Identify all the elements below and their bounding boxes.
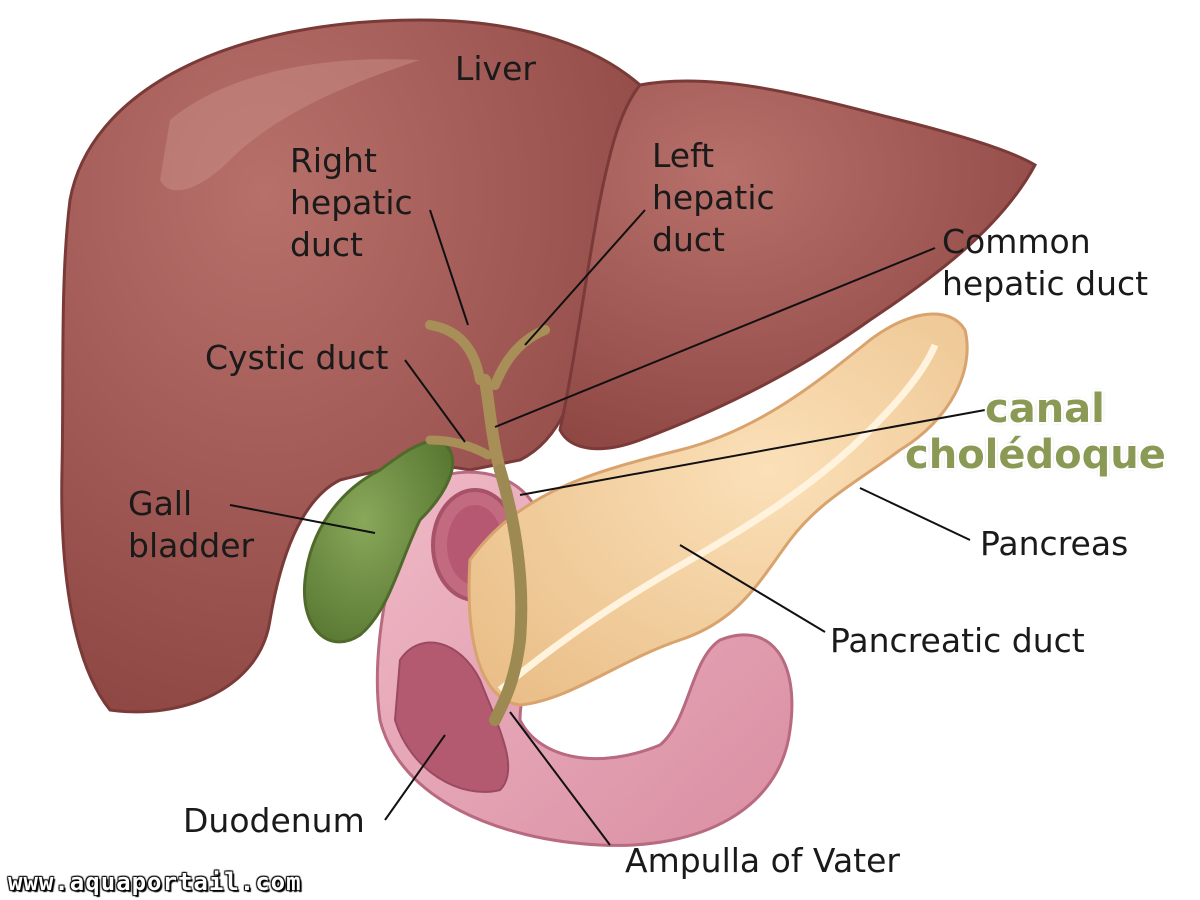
leader-lines	[229, 209, 986, 846]
label-common-hepatic-duct-line1: Common	[942, 222, 1091, 261]
label-right-hepatic-duct-line3: duct	[290, 225, 363, 264]
label-right-hepatic-duct-line1: Right	[290, 141, 377, 180]
overlay-canal: canal	[985, 386, 1105, 432]
label-cystic-duct: Cystic duct	[205, 338, 389, 377]
label-pancreas: Pancreas	[980, 524, 1129, 563]
label-right-hepatic-duct-line2: hepatic	[290, 183, 413, 222]
label-pancreatic-duct: Pancreatic duct	[830, 621, 1085, 660]
pancreas-shape	[467, 312, 969, 707]
liver-left-lobe	[558, 79, 1038, 451]
label-common-hepatic-duct-line2: hepatic duct	[942, 264, 1149, 303]
label-duodenum: Duodenum	[183, 801, 365, 840]
pancreatic-duct-shape	[497, 343, 939, 693]
label-liver: Liver	[455, 49, 536, 88]
label-ampulla-of-vater: Ampulla of Vater	[625, 841, 900, 880]
label-gall-bladder-line1: Gall	[128, 484, 193, 523]
duodenum-interior	[393, 641, 510, 793]
liver-highlight	[160, 59, 420, 191]
gall-bladder-shape	[302, 438, 455, 644]
label-left-hepatic-duct-line1: Left	[652, 136, 715, 175]
label-gall-bladder-line2: bladder	[128, 526, 255, 565]
biliary-ducts	[425, 320, 550, 726]
label-left-hepatic-duct-line2: hepatic	[652, 178, 775, 217]
watermark: www.aquaportail.com	[8, 868, 302, 896]
overlay-choledoque: cholédoque	[905, 432, 1166, 478]
label-left-hepatic-duct-line3: duct	[652, 220, 725, 259]
